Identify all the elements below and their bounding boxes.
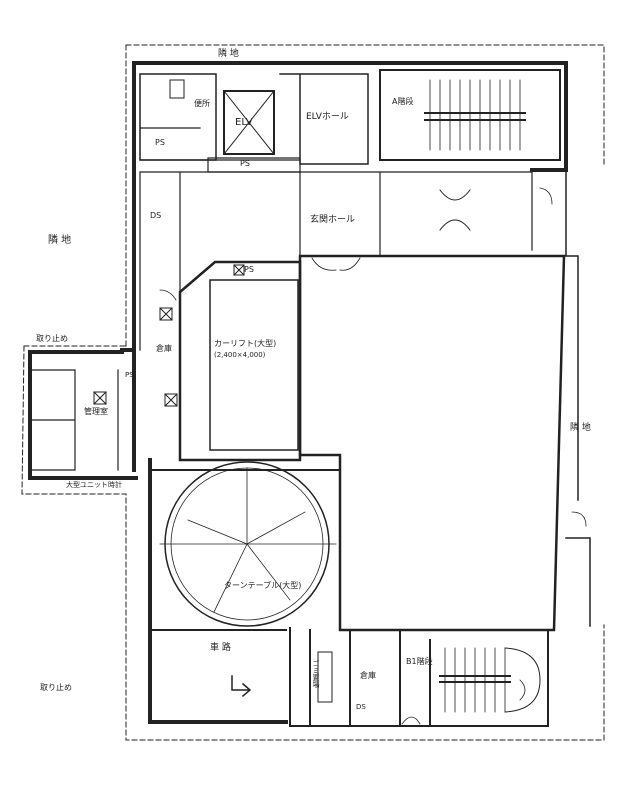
storage-label: 倉庫 [360, 671, 376, 680]
vent-boxes [93, 264, 245, 407]
property-line [21, 44, 605, 741]
carlift-size-label: (2,400×4,000) [214, 351, 266, 359]
stair-b-label: B1階段 [406, 657, 433, 666]
entrance-doors [439, 189, 471, 231]
entrance-hall [299, 171, 533, 257]
ds-upper-label: DS [150, 211, 162, 220]
setback-upper-label: 取り止め [36, 334, 68, 343]
corridor-walls [139, 171, 301, 351]
toilet-room [139, 73, 217, 161]
toilet-fixture [169, 79, 185, 99]
setback-lower-label: 取り止め [40, 683, 72, 692]
machine-label: ゴミ置場 [312, 660, 320, 688]
elv-shaft [223, 90, 275, 155]
control-note-label: 大型ユニット時計 [66, 481, 122, 489]
turntable-label: ターンテーブル(大型) [224, 581, 302, 590]
control-room-label: 管理室 [84, 407, 108, 416]
warehouse-label: 倉庫 [156, 344, 172, 353]
carlift-platform [209, 279, 299, 451]
ps-rooms [139, 127, 301, 173]
elv-label: ELV [235, 117, 253, 128]
ps-corridor-label: PS [244, 265, 254, 274]
right-side-walls [557, 169, 591, 627]
stair-a-label: A階段 [392, 97, 414, 106]
control-room-walls [31, 369, 119, 471]
left-border-label: 隣 地 [48, 235, 72, 246]
stair-a-treads [424, 79, 526, 151]
driveway-label: 車 路 [210, 643, 231, 653]
entrance-hall-label: 玄関ホール [310, 215, 356, 225]
ds-lower-label: DS [356, 703, 366, 711]
carlift-label: カーリフト(大型) [214, 339, 277, 348]
toilet-label: 便所 [194, 99, 210, 108]
ps-small-label: PS [125, 371, 134, 379]
turntable-spokes [159, 467, 337, 613]
stair-b [439, 647, 541, 713]
ps-upper-label: PS [155, 138, 165, 147]
ps-lower-label: PS [240, 159, 250, 168]
stair-a-wall [379, 69, 561, 161]
top-border-label: 隣 地 [218, 49, 239, 59]
exterior-wall [28, 61, 568, 724]
elv-hall-wall [279, 73, 369, 165]
bottom-rooms [289, 627, 549, 727]
machine-unit [317, 651, 333, 703]
right-border-label: 隣 地 [570, 423, 591, 433]
elv-hall-label: ELVホール [306, 112, 349, 122]
carlift-enclosure [178, 260, 302, 462]
door-swings [159, 187, 587, 725]
driveway-arrow [231, 675, 252, 698]
